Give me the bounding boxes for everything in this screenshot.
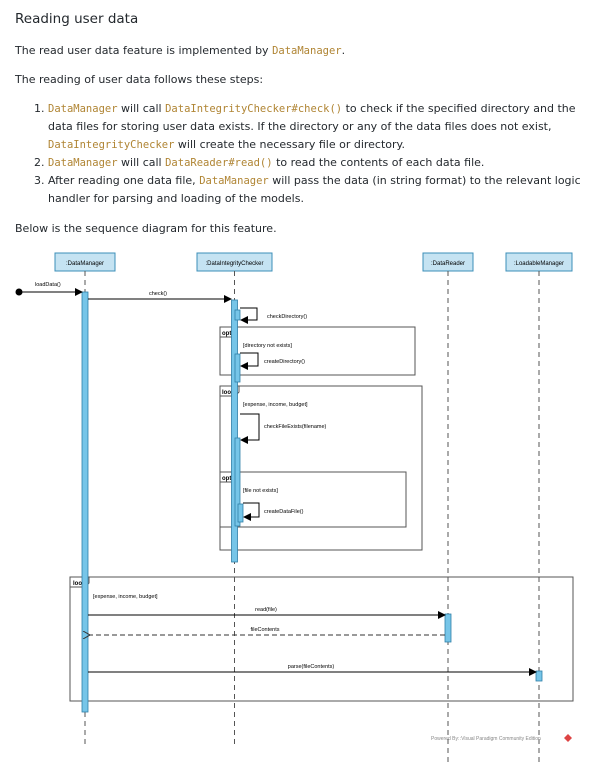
step-code: DataManager bbox=[48, 157, 118, 169]
message-label: parse(fileContents) bbox=[288, 664, 335, 670]
activation-self-create-file bbox=[237, 503, 244, 523]
message-file-contents: fileContents bbox=[89, 627, 445, 635]
fragment-label: opt bbox=[222, 331, 231, 337]
step-text: will pass the data (in string format) to… bbox=[48, 174, 581, 205]
vp-logo-icon bbox=[564, 734, 572, 742]
lifeline-loadable-manager-head: :LoadableManager bbox=[505, 252, 573, 272]
message-parse: parse(fileContents) bbox=[88, 664, 537, 676]
lifeline-integrity-checker-head: :DataIntegrityChecker bbox=[196, 252, 273, 272]
opt-fragment-file: opt [file not exists] bbox=[219, 471, 407, 528]
lifeline-label: :DataManager bbox=[66, 261, 104, 267]
activation-data-manager bbox=[81, 291, 89, 713]
step-code: DataReader#read() bbox=[165, 157, 273, 169]
loop-fragment-inner: loop [expense, income, budget] bbox=[219, 385, 423, 551]
step-text: to read the contents of each data file. bbox=[272, 156, 485, 169]
step-code: DataManager bbox=[199, 175, 269, 187]
message-load-data: loadData() bbox=[15, 282, 83, 296]
diagram-intro: Below is the sequence diagram for this f… bbox=[15, 222, 277, 235]
message-label: fileContents bbox=[250, 627, 279, 633]
message-label: checkFileExists(filename) bbox=[264, 424, 327, 430]
activation-self-check-file bbox=[234, 437, 241, 527]
lifeline-label: :LoadableManager bbox=[514, 261, 564, 267]
fragment-guard: [expense, income, budget] bbox=[93, 594, 158, 600]
step-text: will call bbox=[117, 156, 166, 169]
lifeline-label: :DataReader bbox=[431, 261, 465, 267]
fragment-label: loop bbox=[222, 390, 235, 396]
fragment-label: loop bbox=[73, 581, 86, 587]
step-item: DataManager will call DataReader#read() … bbox=[48, 154, 588, 172]
steps-list: DataManager will call DataIntegrityCheck… bbox=[30, 100, 588, 208]
step-text: will create the necessary file or direct… bbox=[174, 138, 405, 151]
step-item: DataManager will call DataIntegrityCheck… bbox=[48, 100, 588, 154]
sequence-diagram: :DataManager :DataIntegrityChecker :Data… bbox=[15, 252, 574, 765]
steps-intro: The reading of user data follows these s… bbox=[15, 73, 264, 86]
message-label: check() bbox=[149, 291, 167, 297]
intro-end: . bbox=[341, 44, 346, 57]
message-check-directory: checkDirectory() bbox=[240, 307, 307, 324]
step-text: After reading one data file, bbox=[48, 174, 200, 187]
activation-loadable-manager bbox=[535, 670, 543, 682]
activation-self-check-directory bbox=[234, 309, 241, 321]
step-code: DataManager bbox=[48, 103, 118, 115]
loop-fragment-outer: loop [expense, income, budget] bbox=[69, 576, 574, 702]
step-item: After reading one data file, DataManager… bbox=[48, 172, 588, 208]
fragment-label: opt bbox=[222, 476, 231, 482]
message-create-data-file: createDataFile() bbox=[243, 502, 304, 521]
lifeline-data-reader-head: :DataReader bbox=[422, 252, 474, 272]
step-text: to check if the specified directory and … bbox=[48, 102, 576, 133]
opt-fragment-directory: opt [directory not exists] bbox=[219, 326, 416, 376]
intro-text: The read user data feature is implemente… bbox=[15, 44, 273, 57]
step-code: DataIntegrityChecker bbox=[48, 139, 175, 151]
fragment-guard: [directory not exists] bbox=[243, 343, 292, 349]
watermark-text: Powered By∷Visual Paradigm Community Edi… bbox=[431, 736, 541, 742]
message-create-directory: createDirectory() bbox=[240, 352, 305, 370]
section-title: Reading user data bbox=[15, 11, 139, 27]
activation-data-reader bbox=[444, 613, 452, 643]
message-read: read(file) bbox=[88, 607, 446, 619]
fragment-guard: [expense, income, budget] bbox=[243, 402, 308, 408]
activation-integrity-checker bbox=[231, 299, 238, 563]
lifeline-data-manager-head: :DataManager bbox=[54, 252, 116, 272]
message-label: createDataFile() bbox=[264, 509, 304, 515]
step-text: will call bbox=[117, 102, 166, 115]
message-label: loadData() bbox=[35, 282, 61, 288]
message-check: check() bbox=[88, 291, 232, 303]
step-code: DataIntegrityChecker#check() bbox=[165, 103, 343, 115]
message-label: createDirectory() bbox=[264, 359, 305, 365]
intro-code: DataManager bbox=[272, 45, 342, 57]
message-check-file-exists: checkFileExists(filename) bbox=[240, 413, 327, 444]
lifeline-label: :DataIntegrityChecker bbox=[205, 261, 263, 267]
vp-watermark: Powered By∷Visual Paradigm Community Edi… bbox=[431, 734, 572, 742]
intro-paragraph: The read user data feature is implemente… bbox=[15, 44, 345, 57]
message-label: read(file) bbox=[255, 607, 277, 613]
activation-self-create-directory bbox=[234, 353, 241, 383]
message-label: checkDirectory() bbox=[267, 314, 307, 320]
fragment-guard: [file not exists] bbox=[243, 488, 278, 494]
